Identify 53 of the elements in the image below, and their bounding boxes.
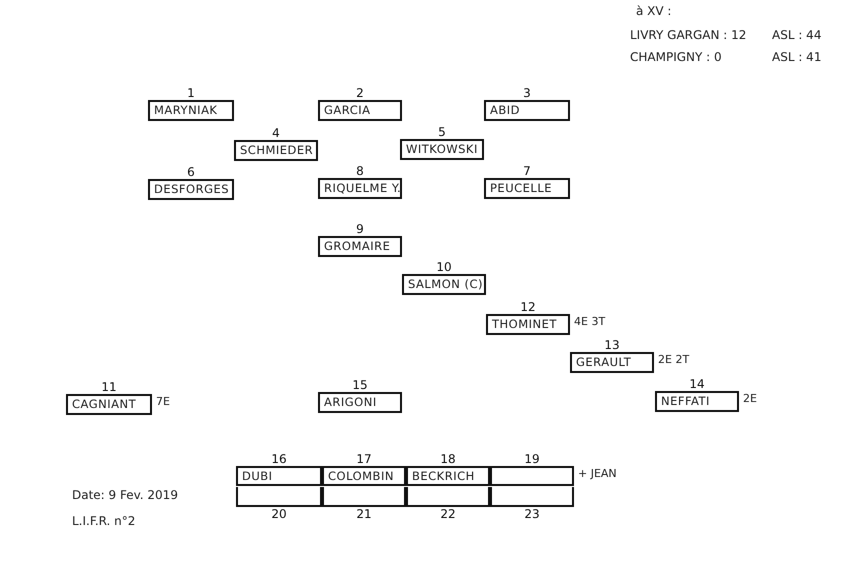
score-line: CHAMPIGNY : 0 — [630, 50, 722, 64]
player-name-box: RIQUELME Y. — [318, 178, 402, 199]
jersey-number: 16 — [271, 452, 287, 466]
jersey-number: 5 — [438, 125, 446, 139]
heading-note: à XV : — [636, 4, 672, 18]
jersey-number: 19 — [524, 452, 540, 466]
player-name-box: WITKOWSKI — [400, 139, 484, 160]
score-note: 4E 3T — [574, 315, 606, 328]
bench-cell: COLOMBIN — [322, 466, 406, 486]
match-note: L.I.F.R. n°2 — [72, 514, 136, 528]
jersey-number: 1 — [187, 86, 195, 100]
score-line: ASL : 44 — [772, 28, 822, 42]
jersey-number: 20 — [271, 507, 287, 521]
bench-cell: DUBI — [236, 466, 322, 486]
player-name-box: GERAULT — [570, 352, 654, 373]
jersey-number: 23 — [524, 507, 540, 521]
player-name-box: CAGNIANT — [66, 394, 152, 415]
date-note: Date: 9 Fev. 2019 — [72, 488, 178, 502]
jersey-number: 4 — [272, 126, 280, 140]
score-note: + JEAN — [578, 467, 617, 480]
player-name-box: MARYNIAK — [148, 100, 234, 121]
jersey-number: 15 — [352, 378, 368, 392]
score-note: 7E — [156, 395, 170, 408]
player-name-box: DESFORGES — [148, 179, 234, 200]
player-name-box: NEFFATI — [655, 391, 739, 412]
player-name-box: THOMINET — [486, 314, 570, 335]
jersey-number: 3 — [523, 86, 531, 100]
bench-cell: BECKRICH — [406, 466, 490, 486]
jersey-number: 6 — [187, 165, 195, 179]
player-name-box: ABID — [484, 100, 570, 121]
jersey-number: 9 — [356, 222, 364, 236]
player-name-box: SCHMIEDER — [234, 140, 318, 161]
jersey-number: 21 — [356, 507, 372, 521]
player-name-box: PEUCELLE — [484, 178, 570, 199]
score-note: 2E 2T — [658, 353, 690, 366]
jersey-number: 8 — [356, 164, 364, 178]
score-note: 2E — [743, 392, 757, 405]
jersey-number: 10 — [436, 260, 452, 274]
jersey-number: 17 — [356, 452, 372, 466]
jersey-number: 7 — [523, 164, 531, 178]
jersey-number: 12 — [520, 300, 536, 314]
jersey-number: 18 — [440, 452, 456, 466]
jersey-number: 14 — [689, 377, 705, 391]
jersey-number: 2 — [356, 86, 364, 100]
player-name-box: GARCIA — [318, 100, 402, 121]
player-name-box: SALMON (C) — [402, 274, 486, 295]
jersey-number: 11 — [101, 380, 117, 394]
player-name-box: ARIGONI — [318, 392, 402, 413]
jersey-number: 22 — [440, 507, 456, 521]
player-name-box: GROMAIRE — [318, 236, 402, 257]
score-line: LIVRY GARGAN : 12 — [630, 28, 746, 42]
jersey-number: 13 — [604, 338, 620, 352]
score-line: ASL : 41 — [772, 50, 822, 64]
